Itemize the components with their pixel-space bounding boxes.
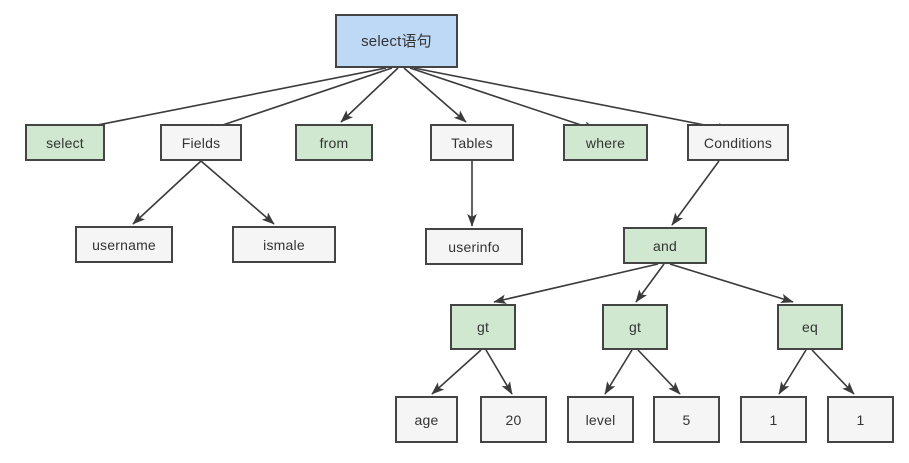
node-label: age (414, 411, 439, 428)
node-age[interactable]: age (395, 396, 458, 443)
node-label: userinfo (448, 238, 500, 255)
edge-and-to-gt1 (493, 263, 659, 304)
node-fields[interactable]: Fields (160, 124, 242, 161)
node-label: Tables (451, 134, 493, 151)
edge-and-to-gt2 (635, 263, 665, 303)
node-and[interactable]: and (623, 227, 707, 264)
node-label: from (319, 134, 349, 151)
node-label: eq (802, 319, 818, 335)
node-five[interactable]: 5 (653, 396, 720, 443)
node-eq[interactable]: eq (777, 304, 843, 350)
edge-eq-to-one_b (811, 349, 855, 395)
node-one_a[interactable]: 1 (740, 396, 807, 443)
node-gt2[interactable]: gt (602, 304, 668, 350)
node-where[interactable]: where (563, 124, 648, 161)
node-ismale[interactable]: ismale (232, 226, 336, 263)
node-select[interactable]: select (25, 124, 105, 161)
node-one_b[interactable]: 1 (827, 396, 894, 443)
edge-root-to-where (409, 67, 597, 131)
node-label: username (92, 236, 156, 253)
edge-eq-to-one_a (778, 349, 807, 395)
node-from[interactable]: from (295, 124, 373, 161)
node-label: gt (628, 319, 642, 335)
edge-fields-to-username (132, 160, 202, 225)
edge-gt1-to-twenty (485, 349, 513, 395)
node-label: Conditions (703, 134, 773, 151)
node-twenty[interactable]: 20 (480, 396, 547, 443)
node-label: Fields (181, 134, 221, 151)
edge-fields-to-ismale (200, 160, 275, 225)
node-label: 5 (682, 411, 691, 428)
node-conditions[interactable]: Conditions (687, 124, 789, 161)
edge-gt2-to-five (637, 349, 681, 395)
node-label: select (46, 134, 84, 151)
node-label: and (653, 237, 677, 254)
edge-conditions-to-and (671, 160, 720, 226)
node-label: where (585, 134, 626, 151)
edge-gt1-to-age (431, 349, 482, 395)
node-label: select语句 (361, 32, 432, 50)
node-label: 1 (856, 411, 865, 428)
node-tables[interactable]: Tables (430, 124, 514, 161)
node-gt1[interactable]: gt (450, 304, 516, 350)
edge-root-to-conditions (413, 67, 731, 133)
node-label: gt (476, 319, 490, 335)
node-label: ismale (263, 236, 305, 253)
node-label: 20 (505, 411, 522, 428)
edge-root-to-fields (201, 67, 393, 133)
edge-gt2-to-level (604, 349, 633, 395)
node-username[interactable]: username (75, 226, 173, 263)
edge-and-to-eq (669, 263, 794, 304)
node-root[interactable]: select语句 (335, 14, 458, 68)
node-userinfo[interactable]: userinfo (425, 228, 523, 265)
edge-root-to-from (340, 67, 399, 123)
node-label: level (585, 411, 616, 428)
node-label: 1 (769, 411, 778, 428)
edge-root-to-tables (403, 67, 467, 123)
node-level[interactable]: level (567, 396, 634, 443)
